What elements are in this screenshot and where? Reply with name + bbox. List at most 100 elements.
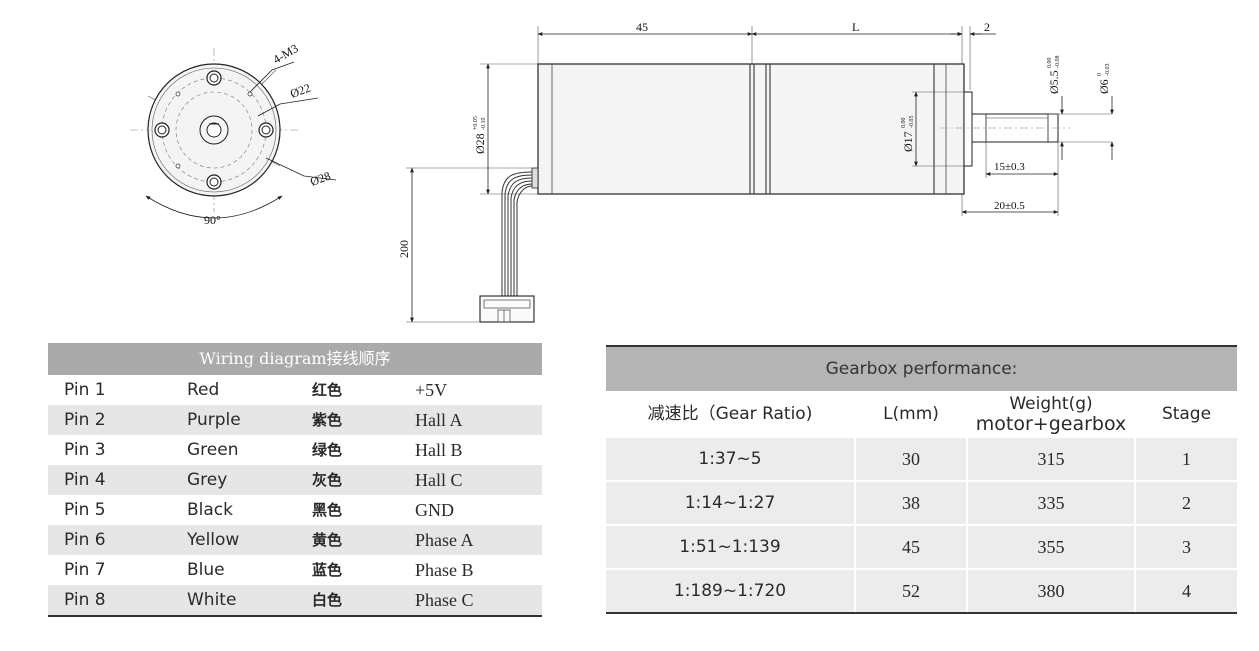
table-row: Pin 6 Yellow 黄色 Phase A bbox=[48, 525, 542, 555]
dim-flat: Ø5.5 bbox=[1047, 70, 1061, 94]
color-cell: Green bbox=[187, 440, 239, 460]
table-row: Pin 4 Grey 灰色 Hall C bbox=[48, 465, 542, 495]
dim-boss-diameter: Ø17 bbox=[901, 131, 915, 152]
signal-cell: Phase A bbox=[415, 530, 474, 550]
color-cn-cell: 紫色 bbox=[312, 411, 343, 429]
label-dia-22: Ø22 bbox=[288, 81, 312, 101]
dim-shaft-group: Ø6 0 -0.03 bbox=[1097, 64, 1111, 95]
table-row: Pin 5 Black 黑色 GND bbox=[48, 495, 542, 525]
signal-cell: Phase C bbox=[415, 590, 474, 610]
ratio-cell: 1:14~1:27 bbox=[606, 480, 854, 524]
ratio-cell: 1:51~1:139 bbox=[606, 524, 854, 568]
table-row: 1:51~1:139 45 355 3 bbox=[606, 524, 1237, 568]
front-view: 4-M3 Ø22 Ø28 90° bbox=[130, 41, 337, 227]
header-weight-line1: Weight(g) bbox=[1009, 393, 1093, 414]
mounting-hole bbox=[206, 70, 222, 86]
color-cell: Blue bbox=[187, 560, 225, 580]
mounting-hole bbox=[206, 174, 222, 190]
signal-cell: Hall A bbox=[415, 410, 463, 430]
color-cn-cell: 灰色 bbox=[312, 471, 343, 489]
color-cn-cell: 红色 bbox=[312, 381, 343, 399]
mounting-hole bbox=[154, 122, 170, 138]
color-cell: White bbox=[187, 590, 237, 610]
color-cn-cell: 绿色 bbox=[312, 441, 343, 459]
motor-technical-drawing: 4-M3 Ø22 Ø28 90° 45 L 2 bbox=[130, 20, 1114, 323]
color-cell: Grey bbox=[187, 470, 228, 490]
stage-cell: 2 bbox=[1136, 480, 1237, 524]
signal-cell: Phase B bbox=[415, 560, 474, 580]
table-row: Pin 7 Blue 蓝色 Phase B bbox=[48, 555, 542, 585]
wiring-table-title: Wiring diagram接线顺序 bbox=[48, 343, 542, 375]
stage-cell: 3 bbox=[1136, 524, 1237, 568]
side-view: 45 L 2 Ø5.5 0.00 -0.08 Ø6 bbox=[397, 20, 1114, 323]
ratio-cell: 1:37~5 bbox=[606, 436, 854, 480]
pin-cell: Pin 7 bbox=[64, 560, 106, 580]
dim-shaft-tol-upper: 0 bbox=[1097, 73, 1103, 76]
dim-boss-tol-lower: -0.05 bbox=[909, 116, 915, 129]
dim-boss-diameter-group: Ø17 0.00 -0.05 bbox=[901, 116, 915, 153]
color-cn-cell: 黑色 bbox=[312, 501, 343, 519]
dim-flat-group: Ø5.5 0.00 -0.08 bbox=[1047, 56, 1061, 95]
pin-cell: Pin 1 bbox=[64, 380, 106, 400]
dim-body-tol-lower: -0.10 bbox=[481, 118, 487, 131]
table-header-row: 减速比（Gear Ratio) L(mm) Weight(g) motor+ge… bbox=[606, 391, 1237, 436]
signal-cell: Hall C bbox=[415, 470, 463, 490]
pin-cell: Pin 4 bbox=[64, 470, 106, 490]
dim-boss-tol-upper: 0.00 bbox=[901, 118, 907, 129]
signal-cell: Hall B bbox=[415, 440, 463, 460]
dim-2: 2 bbox=[984, 20, 990, 34]
weight-cell: 355 bbox=[968, 524, 1134, 568]
length-cell: 45 bbox=[856, 524, 966, 568]
table-row: 1:14~1:27 38 335 2 bbox=[606, 480, 1237, 524]
ratio-cell: 1:189~1:720 bbox=[606, 568, 854, 612]
label-angle-90: 90° bbox=[204, 213, 221, 227]
length-cell: 52 bbox=[856, 568, 966, 612]
color-cn-cell: 黄色 bbox=[312, 531, 343, 549]
table-row: Pin 1 Red 红色 +5V bbox=[48, 375, 542, 405]
header-ratio: 减速比（Gear Ratio) bbox=[647, 403, 813, 424]
label-dia-28: Ø28 bbox=[308, 169, 332, 189]
color-cell: Black bbox=[187, 500, 233, 520]
table-row: Pin 8 White 白色 Phase C bbox=[48, 585, 542, 615]
length-cell: 38 bbox=[856, 480, 966, 524]
dim-l: L bbox=[852, 20, 859, 34]
dim-shaft-tol-lower: -0.03 bbox=[1105, 64, 1111, 77]
dim-body-tol-upper: +0.05 bbox=[473, 116, 479, 130]
color-cn-cell: 蓝色 bbox=[312, 561, 343, 579]
dim-shaft: Ø6 bbox=[1097, 79, 1111, 94]
wiring-table: Wiring diagram接线顺序 Pin 1 Red 红色 +5V Pin … bbox=[48, 343, 542, 617]
pin-cell: Pin 8 bbox=[64, 590, 106, 610]
stage-cell: 1 bbox=[1136, 436, 1237, 480]
header-stage: Stage bbox=[1161, 403, 1212, 424]
dim-flat-tol-upper: 0.00 bbox=[1047, 58, 1053, 69]
table-row: 1:37~5 30 315 1 bbox=[606, 436, 1237, 480]
pin-cell: Pin 6 bbox=[64, 530, 106, 550]
table-row: Pin 3 Green 绿色 Hall B bbox=[48, 435, 542, 465]
weight-cell: 315 bbox=[968, 436, 1134, 480]
pin-cell: Pin 5 bbox=[64, 500, 106, 520]
table-row: 1:189~1:720 52 380 4 bbox=[606, 568, 1237, 612]
weight-cell: 335 bbox=[968, 480, 1134, 524]
weight-cell: 380 bbox=[968, 568, 1134, 612]
connector bbox=[479, 295, 535, 323]
dim-200: 200 bbox=[397, 240, 411, 258]
table-row: Pin 2 Purple 紫色 Hall A bbox=[48, 405, 542, 435]
label-4-m3: 4-M3 bbox=[271, 41, 301, 66]
dim-45: 45 bbox=[636, 20, 648, 34]
header-weight: Weight(g) motor+gearbox bbox=[968, 391, 1134, 436]
dim-body-diameter: Ø28 bbox=[473, 133, 487, 154]
pin-cell: Pin 2 bbox=[64, 410, 106, 430]
signal-cell: +5V bbox=[415, 380, 448, 400]
gearbox-table: Gearbox performance: 减速比（Gear Ratio) L(m… bbox=[606, 345, 1237, 614]
color-cn-cell: 白色 bbox=[312, 591, 343, 609]
length-cell: 30 bbox=[856, 436, 966, 480]
color-cell: Yellow bbox=[187, 530, 240, 550]
color-cell: Purple bbox=[187, 410, 241, 430]
dim-flat-tol-lower: -0.08 bbox=[1055, 56, 1061, 69]
dim-20: 20±0.5 bbox=[994, 200, 1025, 212]
gearbox-table-title: Gearbox performance: bbox=[606, 347, 1237, 391]
dim-body-diameter-group: Ø28 +0.05 -0.10 bbox=[473, 116, 487, 154]
header-length: L(mm) bbox=[883, 403, 939, 424]
pin-cell: Pin 3 bbox=[64, 440, 106, 460]
signal-cell: GND bbox=[415, 500, 454, 520]
